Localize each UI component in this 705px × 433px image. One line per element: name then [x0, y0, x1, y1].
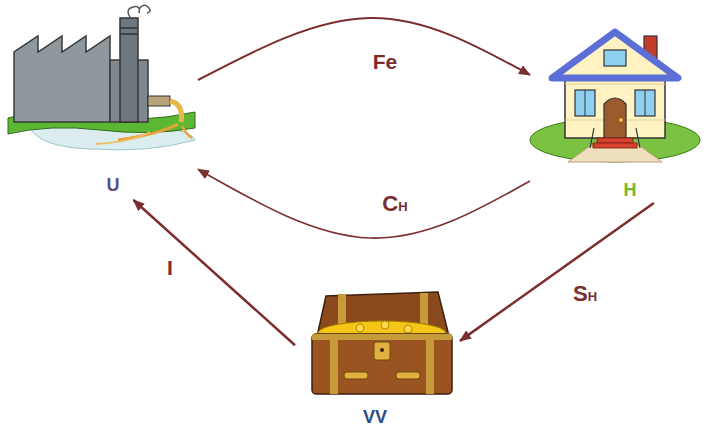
factory-picture-part — [96, 132, 150, 144]
treasure-chest-picture-part — [426, 334, 434, 394]
treasure-chest-picture-part — [380, 348, 384, 352]
house-picture-part — [604, 50, 626, 66]
factory-picture-part — [120, 18, 138, 122]
flow-arrow — [133, 200, 295, 345]
factory-picture-part — [182, 126, 192, 138]
node-label: H — [624, 179, 637, 201]
factory-picture-part — [120, 33, 138, 35]
house-picture-part — [593, 143, 637, 148]
house-picture-part — [575, 90, 595, 116]
house-picture-part — [645, 90, 646, 116]
flow-arrow — [460, 203, 654, 341]
factory-picture-part — [148, 96, 170, 106]
flow-label: Fe — [370, 50, 401, 74]
node-label: U — [107, 174, 120, 196]
flow-label: SH — [570, 282, 600, 309]
treasure-chest-picture-part — [396, 372, 420, 379]
house-picture-part — [552, 32, 678, 78]
house-picture-part — [565, 84, 665, 85]
flow-arrow — [198, 169, 530, 238]
house-picture-part — [590, 128, 594, 148]
node-label: VV — [363, 406, 387, 428]
house-picture-part — [565, 72, 665, 138]
house-picture-part — [597, 138, 633, 143]
treasure-chest-picture — [312, 292, 452, 394]
treasure-chest-picture-part — [404, 325, 412, 333]
flow-label: I — [164, 256, 176, 280]
factory-node: U — [8, 8, 198, 200]
treasure-chest-picture-part — [312, 334, 452, 394]
treasure-chest-picture-part — [330, 334, 338, 394]
house-picture — [530, 32, 700, 162]
factory-picture-part — [170, 101, 182, 122]
factory-picture-part — [14, 36, 110, 122]
flow-arrow — [198, 18, 530, 80]
flow-label: CH — [379, 192, 410, 219]
house-picture-part — [635, 90, 655, 116]
house-picture-part — [604, 98, 626, 138]
factory-picture-part — [120, 27, 138, 29]
treasury-node: VV — [295, 285, 460, 432]
household-node: H — [530, 20, 702, 203]
treasure-chest-picture-part — [344, 372, 368, 379]
house-picture-part — [636, 128, 640, 148]
treasure-chest-picture-part — [381, 321, 389, 329]
factory-picture-part — [128, 5, 150, 17]
factory-picture — [8, 5, 195, 150]
treasure-chest-picture-part — [356, 324, 364, 332]
treasure-chest-picture-part — [374, 342, 390, 360]
house-picture-part — [619, 118, 623, 122]
house-picture-part — [585, 90, 586, 116]
